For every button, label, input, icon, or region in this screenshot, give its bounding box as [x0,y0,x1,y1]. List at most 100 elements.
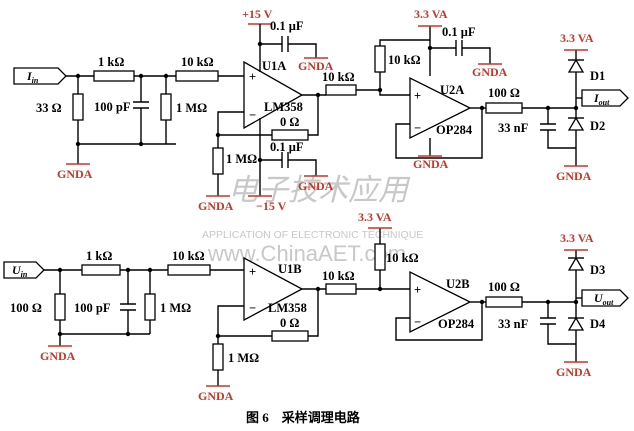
opamp-u1b [243,256,304,322]
resistor-10k-between-top [325,84,357,96]
resistor-0ohm-bottom [271,330,309,342]
label-decoupling-pos: 0.1 μF [270,19,304,33]
label-1k-bottom: 1 kΩ [86,249,112,263]
label-d4: D4 [590,317,606,331]
label-10k-pullup-top: 10 kΩ [388,53,421,67]
capacitor-100pf-top [133,101,149,109]
resistor-10k-pullup-top [374,45,386,73]
resistor-33ohm [72,93,84,121]
watermark-subtitle: APPLICATION OF ELECTRONIC TECHNIQUE [202,229,423,241]
label-decoupling-va: 0.1 μF [442,25,476,39]
label-100ohm-shunt: 100 Ω [10,301,42,315]
input-connector-uin [3,261,45,279]
resistor-100ohm-shunt [54,293,66,321]
label-d3: D3 [590,263,605,277]
label-10k-bottom: 10 kΩ [172,249,205,263]
label-u2b: U2B [446,277,470,291]
svg-text:GNDA: GNDA [298,179,334,193]
watermark-url: www.ChinaAET.com [207,241,406,266]
label-1m-top: 1 MΩ [176,101,207,115]
label-10k-top: 10 kΩ [181,55,214,69]
label-3v3-d1: 3.3 VA [560,31,594,45]
resistor-1k-bottom [81,264,121,276]
resistor-100ohm-bottom [485,296,523,308]
input-label-uin: Uin [12,263,28,279]
label-u1a: U1A [262,59,286,73]
resistor-100ohm-top [485,102,523,114]
label-33ohm: 33 Ω [36,101,62,115]
opamp-u1a [243,60,304,130]
gnd-label: GNDA [57,167,93,181]
capacitor-decoupling-va [455,40,463,56]
svg-text:GNDA: GNDA [413,157,449,171]
input-label-iin: Iin [26,69,39,85]
label-0ohm-bottom: 0 Ω [280,316,299,330]
label-100ohm-bottom: 100 Ω [488,280,520,294]
label-lm358-top: LM358 [264,100,303,114]
resistor-1m-top [160,93,172,121]
resistor-0ohm-top [271,129,309,141]
label-33nf-top: 33 nF [498,121,529,135]
output-label-iout: Iout [593,91,610,107]
resistor-10k-top [175,70,219,82]
input-connector-iin [13,67,67,85]
watermark: 电子技术应用 APPLICATION OF ELECTRONIC TECHNIQ… [202,174,423,266]
label-1k-top: 1 kΩ [98,55,124,69]
output-label-uout: Uout [594,291,614,307]
output-connector-uout [581,289,629,307]
svg-text:−: − [414,315,421,329]
resistor-10k-pullup-bottom [374,243,386,271]
label-u1b: U1B [278,262,302,276]
resistor-1m-gnd-top [212,147,224,175]
diode-d4 [567,316,585,331]
label-op284-bottom: OP284 [438,317,475,331]
label-1m-bottom: 1 MΩ [160,301,191,315]
capacitor-decoupling-neg [281,152,289,168]
label-decoupling-neg: 0.1 μF [270,140,304,154]
svg-text:+: + [414,89,421,103]
label-3v3-mid: 3.3 VA [358,210,392,224]
label-10k-between-top: 10 kΩ [322,70,355,84]
capacitor-33nf-bottom [540,317,556,325]
label-u2a: U2A [440,83,464,97]
diode-d1 [567,58,585,73]
label-3v3-d3: 3.3 VA [560,231,594,245]
svg-text:GNDA: GNDA [472,65,508,79]
watermark-chinese: 电子技术应用 [228,174,411,207]
label-10k-pullup-bottom: 10 kΩ [386,251,419,265]
svg-text:GNDA: GNDA [198,389,234,403]
label-33nf-bottom: 33 nF [498,317,529,331]
label-op284-top: OP284 [436,123,473,137]
svg-text:GNDA: GNDA [556,169,592,183]
bottom-circuit: Uin 1 kΩ 10 kΩ 100 Ω GNDA 100 pF 1 MΩ [3,210,629,403]
svg-text:−: − [249,301,256,315]
svg-text:GNDA: GNDA [556,365,592,379]
opamp-u2b [409,270,472,334]
label-100ohm-top: 100 Ω [488,86,520,100]
label-d2: D2 [590,119,605,133]
output-connector-iout [581,89,629,107]
label-100pf-bottom: 100 pF [74,301,111,315]
svg-text:+: + [249,265,256,279]
label-0ohm-top: 0 Ω [280,115,299,129]
svg-text:GNDA: GNDA [298,59,334,73]
resistor-1m-gnd-bottom [212,343,224,371]
capacitor-33nf-top [540,123,556,131]
svg-text:+: + [249,70,256,84]
resistor-10k-bottom [167,264,211,276]
figure-caption: 图 6 采样调理电路 [246,410,361,425]
resistor-1k-top [93,70,135,82]
opamp-u2a [409,76,472,140]
label-pos15: +15 V [242,7,273,21]
diode-d3 [567,256,585,271]
resistor-1m-bottom [144,293,156,321]
top-circuit: Iin 1 kΩ 10 kΩ 33 Ω GNDA 100 pF 1 MΩ [13,7,629,213]
label-lm358-bottom: LM358 [268,301,307,315]
label-3v3-top: 3.3 VA [414,7,448,21]
label-neg15: −15 V [256,199,287,213]
svg-text:−: − [414,121,421,135]
svg-text:−: − [249,108,256,122]
label-1m-gnd-bottom: 1 MΩ [228,351,259,365]
svg-text:GNDA: GNDA [40,349,76,363]
